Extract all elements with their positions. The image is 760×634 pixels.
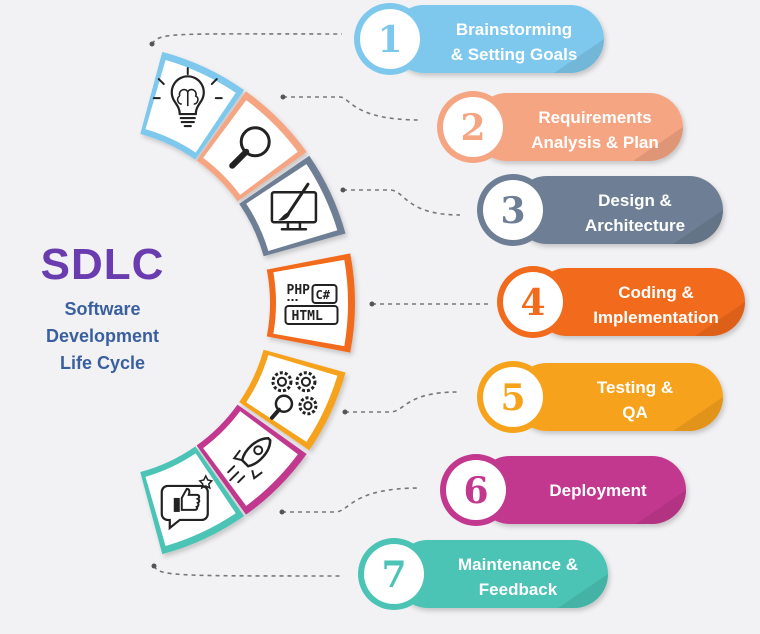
stage-number-5: 5 bbox=[500, 377, 525, 419]
connector-dot-1 bbox=[149, 41, 155, 47]
gears-search-icon bbox=[269, 371, 318, 420]
stage-number-2: 2 bbox=[460, 107, 485, 149]
stage-label-5-line1: Testing & bbox=[597, 378, 673, 397]
connector-line-7 bbox=[153, 565, 343, 577]
stage-number-6: 6 bbox=[463, 470, 488, 512]
stage-number-1: 1 bbox=[377, 19, 402, 61]
sdlc-subtitle: Software Development Life Cycle bbox=[0, 296, 205, 377]
connector-line-5 bbox=[345, 391, 459, 413]
stage-pill-7: 7 Maintenance & Feedback bbox=[358, 538, 608, 610]
stage-label-4-line1: Coding & bbox=[618, 283, 694, 302]
magnifier-icon bbox=[229, 126, 271, 169]
stage-number-3: 3 bbox=[500, 190, 525, 232]
connector-dot-5 bbox=[342, 409, 348, 415]
connector-dot-2 bbox=[280, 94, 286, 100]
connector-dot-7 bbox=[151, 563, 157, 569]
stage-pill-1: 1 Brainstorming & Setting Goals bbox=[354, 3, 604, 75]
connector-dot-4 bbox=[369, 301, 375, 307]
stage-label-2-line2: Analysis & Plan bbox=[531, 133, 659, 152]
svg-text:C#: C# bbox=[316, 288, 331, 302]
stage-label-6-line1: Deployment bbox=[549, 481, 647, 500]
stage-label-4-line2: Implementation bbox=[593, 308, 719, 327]
stage-label-1-line1: Brainstorming bbox=[456, 20, 572, 39]
brain-bulb-icon bbox=[152, 67, 223, 128]
stage-label-2-line1: Requirements bbox=[538, 108, 651, 127]
code-tags-icon: PHP C# HTML bbox=[284, 283, 339, 325]
svg-text:PHP: PHP bbox=[287, 283, 311, 298]
stage-label-7-line2: Feedback bbox=[479, 580, 558, 599]
svg-text:HTML: HTML bbox=[292, 309, 323, 324]
arc-segment-face-4 bbox=[273, 259, 349, 347]
connector-line-6 bbox=[282, 487, 421, 513]
stage-label-7-line1: Maintenance & bbox=[458, 555, 578, 574]
sdlc-title: SDLC bbox=[40, 240, 165, 289]
stage-label-3-line1: Design & bbox=[598, 191, 672, 210]
thumbs-up-chat-icon bbox=[160, 474, 214, 531]
stage-label-1-line2: & Setting Goals bbox=[451, 45, 578, 64]
stage-label-3-line2: Architecture bbox=[585, 216, 685, 235]
rocket-icon bbox=[227, 436, 272, 484]
stage-number-7: 7 bbox=[381, 554, 406, 596]
stage-pill-6: 6 Deployment bbox=[440, 454, 686, 526]
connector-line-1 bbox=[151, 33, 343, 45]
stage-label-5-line2: QA bbox=[622, 403, 648, 422]
monitor-brush-icon bbox=[270, 182, 318, 231]
stage-pill-3: 3 Design & Architecture bbox=[477, 174, 723, 246]
subtitle-line-3: Life Cycle bbox=[59, 353, 146, 373]
subtitle-line-2: Development bbox=[45, 326, 160, 346]
stage-pill-4: 4 Coding & Implementation bbox=[497, 266, 745, 338]
connector-line-2 bbox=[283, 96, 421, 121]
stage-pill-5: 5 Testing & QA bbox=[477, 361, 723, 433]
connector-dot-3 bbox=[340, 187, 346, 193]
stage-number-4: 4 bbox=[520, 282, 545, 324]
connector-dot-6 bbox=[279, 509, 285, 515]
connector-line-3 bbox=[343, 189, 461, 216]
subtitle-line-1: Software bbox=[64, 299, 141, 319]
